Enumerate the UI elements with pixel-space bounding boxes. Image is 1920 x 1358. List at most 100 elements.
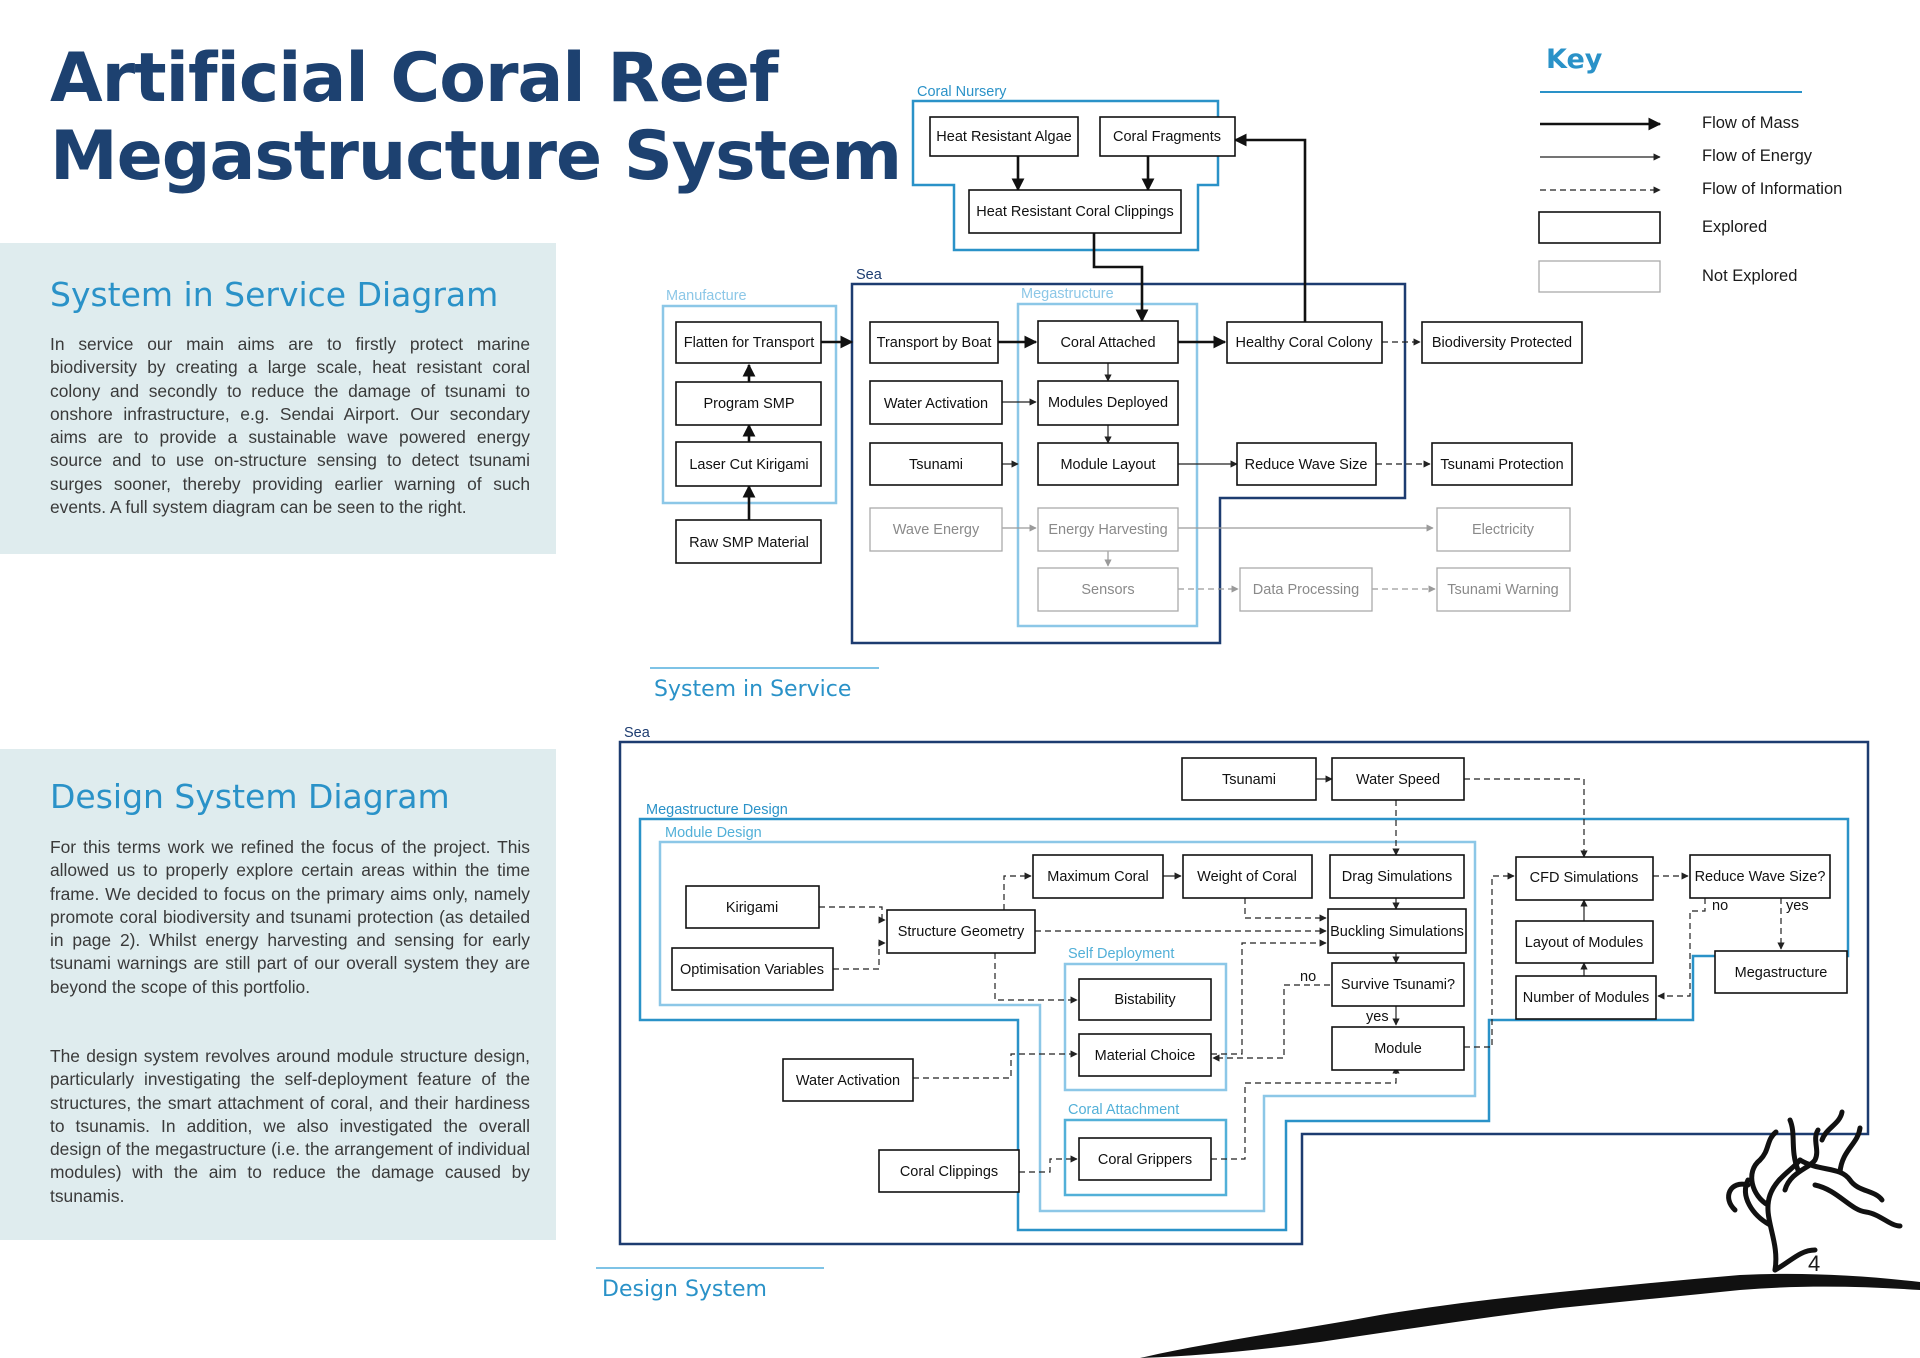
- box-tsunami-protection: [1431, 442, 1573, 486]
- label-heat-algae: Heat Resistant Algae: [936, 129, 1071, 145]
- design-section-rule: [596, 1267, 824, 1269]
- edge-clippings-attached: [1092, 233, 1149, 323]
- label-kirigami: Kirigami: [726, 900, 778, 916]
- label-survive-tsunami: Survive Tsunami?: [1341, 977, 1455, 993]
- label-wave-energy: Wave Energy: [893, 522, 980, 538]
- label-tsunami-service: Tsunami: [909, 457, 963, 473]
- label-bistability: Bistability: [1114, 992, 1176, 1008]
- service-explored-boxes: [675, 116, 1583, 564]
- service-section-label: System in Service: [654, 677, 852, 702]
- megastructure-design-label: Megastructure Design: [646, 802, 788, 818]
- box-tsunami-service: [869, 442, 1003, 486]
- box-heat-algae: [929, 116, 1079, 157]
- label-flatten: Flatten for Transport: [684, 335, 815, 351]
- coral-branch: [1787, 1117, 1801, 1173]
- box-water-activation: [869, 380, 1003, 425]
- design-edge-labels: no yes no yes: [1300, 898, 1809, 1025]
- service-unexplored-labels: Wave Energy Energy Harvesting Sensors Da…: [893, 522, 1559, 598]
- box-coral-clippings: [878, 1149, 1020, 1193]
- coral-branch: [1797, 1157, 1885, 1203]
- key-glyphs: [1538, 117, 1662, 293]
- box-program-smp: [675, 381, 822, 426]
- key-title: Key: [1546, 44, 1603, 75]
- label-healthy-colony: Healthy Coral Colony: [1235, 335, 1373, 351]
- box-bistability: [1078, 978, 1212, 1021]
- box-wave-energy: [869, 507, 1003, 552]
- module-design-label: Module Design: [665, 825, 762, 841]
- box-material-choice: [1078, 1033, 1212, 1077]
- key-not-explored-swatch: [1538, 260, 1661, 293]
- sea-region-design: [618, 740, 1870, 1246]
- label-optimisation: Optimisation Variables: [680, 962, 824, 978]
- service-body: In service our main aims are to firstly …: [50, 334, 530, 518]
- label-module-layout: Module Layout: [1060, 457, 1155, 473]
- box-data-processing: [1239, 567, 1373, 612]
- box-layout-modules: [1515, 920, 1654, 964]
- box-module-layout: [1037, 442, 1179, 486]
- label-coral-grippers: Coral Grippers: [1098, 1152, 1192, 1168]
- sea-label-service: Sea: [856, 267, 883, 283]
- box-maximum-coral: [1032, 854, 1164, 899]
- box-reduce-wave: [1236, 442, 1377, 486]
- label-biodiversity: Biodiversity Protected: [1432, 335, 1572, 351]
- edge-label-reduce-no: no: [1712, 898, 1728, 914]
- key-label-energy: Flow of Energy: [1702, 147, 1813, 165]
- megastructure-design-region: [638, 817, 1850, 1232]
- edge-label-survive-yes: yes: [1366, 1009, 1389, 1025]
- box-survive-tsunami: [1331, 962, 1465, 1007]
- service-box-labels: Heat Resistant Algae Coral Fragments Hea…: [684, 129, 1572, 551]
- title-line-1: Artificial Coral Reef: [50, 39, 779, 118]
- design-box-labels: Tsunami Water Speed Kirigami Optimisatio…: [680, 772, 1827, 1180]
- design-description-panel: Design System Diagram For this terms wor…: [0, 749, 556, 1240]
- edge-water-material: [913, 1050, 1078, 1079]
- seabed-line: [1140, 1273, 1920, 1358]
- box-tsunami-warning: [1436, 567, 1571, 612]
- label-structure-geometry: Structure Geometry: [898, 924, 1025, 940]
- label-weight-coral: Weight of Coral: [1197, 869, 1297, 885]
- label-sensors: Sensors: [1081, 582, 1134, 598]
- label-coral-attached: Coral Attached: [1060, 335, 1155, 351]
- label-water-activation: Water Activation: [884, 396, 988, 412]
- label-data-processing: Data Processing: [1253, 582, 1359, 598]
- label-megastructure-design: Megastructure: [1735, 965, 1828, 981]
- edge-grippers-module: [1211, 1066, 1400, 1160]
- edge-kirigami-geometry: [819, 906, 886, 924]
- coral-branch: [1837, 1125, 1863, 1175]
- self-deployment-label: Self Deployment: [1068, 946, 1174, 962]
- box-electricity: [1436, 507, 1571, 552]
- key-rule: [1540, 91, 1802, 93]
- box-coral-fragments: [1099, 116, 1236, 157]
- service-energy-flows: [1002, 363, 1238, 468]
- page-title: Artificial Coral Reef Megastructure Syst…: [50, 39, 902, 196]
- megastructure-label: Megastructure: [1021, 286, 1114, 302]
- label-drag-sim: Drag Simulations: [1342, 869, 1452, 885]
- key-label-mass: Flow of Mass: [1702, 114, 1800, 132]
- box-buckling-sim: [1327, 908, 1467, 954]
- box-reduce-wave-q: [1689, 854, 1831, 899]
- edge-label-reduce-yes: yes: [1786, 898, 1809, 914]
- design-diagram: Sea Megastructure Design Module Design S…: [618, 725, 1870, 1246]
- box-coral-attached: [1037, 320, 1179, 364]
- design-energy-flows: [1163, 775, 1588, 1026]
- service-information-flows: [1376, 338, 1431, 468]
- label-reduce-wave: Reduce Wave Size: [1245, 457, 1368, 473]
- box-coral-grippers: [1078, 1137, 1212, 1181]
- service-energy-flows-unexplored: [1002, 524, 1434, 567]
- box-kirigami: [685, 885, 820, 929]
- service-unexplored-boxes: [869, 507, 1571, 612]
- edge-optimisation-geometry: [833, 939, 886, 970]
- label-clippings: Heat Resistant Coral Clippings: [976, 204, 1173, 220]
- coral-branch: [1772, 1247, 1818, 1273]
- box-modules-deployed: [1037, 380, 1179, 426]
- label-reduce-wave-q: Reduce Wave Size?: [1695, 869, 1826, 885]
- label-modules-deployed: Modules Deployed: [1048, 395, 1168, 411]
- edge-survive-no-material: [1212, 984, 1330, 1062]
- box-tsunami-design: [1181, 757, 1317, 801]
- box-healthy-colony: [1226, 321, 1383, 364]
- edge-geometry-maxcoral: [1003, 872, 1032, 910]
- label-laser-cut: Laser Cut Kirigami: [689, 457, 808, 473]
- label-module: Module: [1374, 1041, 1422, 1057]
- label-tsunami-protection: Tsunami Protection: [1440, 457, 1563, 473]
- box-number-modules: [1515, 975, 1657, 1020]
